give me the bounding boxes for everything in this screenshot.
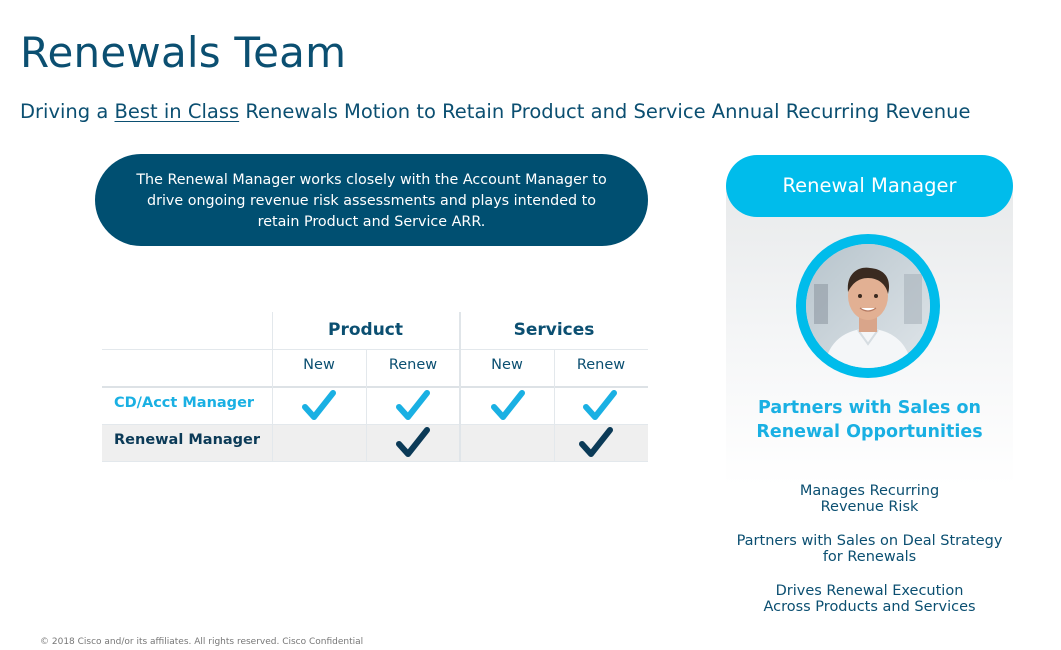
person-photo-icon (806, 244, 930, 368)
divider (459, 312, 461, 462)
divider (366, 349, 367, 462)
callout-text: The Renewal Manager works closely with t… (136, 172, 607, 230)
panel-bullet: Partners with Sales on Deal Strategy for… (736, 533, 1003, 565)
footer-copyright: © 2018 Cisco and/or its affiliates. All … (40, 637, 364, 647)
subtitle-prefix: Driving a (20, 100, 115, 123)
subheader-product-renew: Renew (388, 357, 438, 373)
panel-bullet: Manages Recurring Revenue Risk (799, 483, 940, 515)
checkmark-icon (491, 390, 525, 420)
subtitle-suffix: Renewals Motion to Retain Product and Se… (239, 100, 971, 123)
row-label-acct-manager: CD/Acct Manager (114, 395, 255, 411)
subheader-services-new: New (491, 357, 523, 373)
callout-box: The Renewal Manager works closely with t… (95, 154, 648, 246)
panel-bullet: Drives Renewal Execution Across Products… (763, 583, 976, 615)
avatar (806, 244, 930, 368)
divider (272, 312, 273, 462)
row-label-renewal-manager: Renewal Manager (114, 432, 261, 448)
divider (554, 349, 555, 462)
divider (102, 386, 648, 388)
role-heading: Renewal Manager (782, 174, 957, 197)
role-heading-pill: Renewal Manager (726, 155, 1013, 217)
header-services: Services (513, 320, 595, 340)
page-title: Renewals Team (20, 28, 347, 77)
header-product: Product (328, 320, 403, 340)
row-highlight (102, 424, 648, 462)
checkmark-icon (579, 427, 613, 457)
responsibility-table: Product Services New Renew New Renew CD/… (102, 312, 648, 462)
divider (102, 461, 648, 462)
subheader-product-new: New (303, 357, 335, 373)
checkmark-icon (583, 390, 617, 420)
divider (102, 349, 648, 350)
checkmark-icon (396, 427, 430, 457)
subheader-services-renew: Renew (576, 357, 626, 373)
checkmark-icon (396, 390, 430, 420)
subtitle-emphasis: Best in Class (114, 100, 240, 123)
checkmark-icon (302, 390, 336, 420)
panel-headline: Partners with Sales on Renewal Opportuni… (756, 398, 983, 442)
divider (102, 424, 648, 425)
page-subtitle: Driving a Best in Class Renewals Motion … (20, 100, 970, 123)
